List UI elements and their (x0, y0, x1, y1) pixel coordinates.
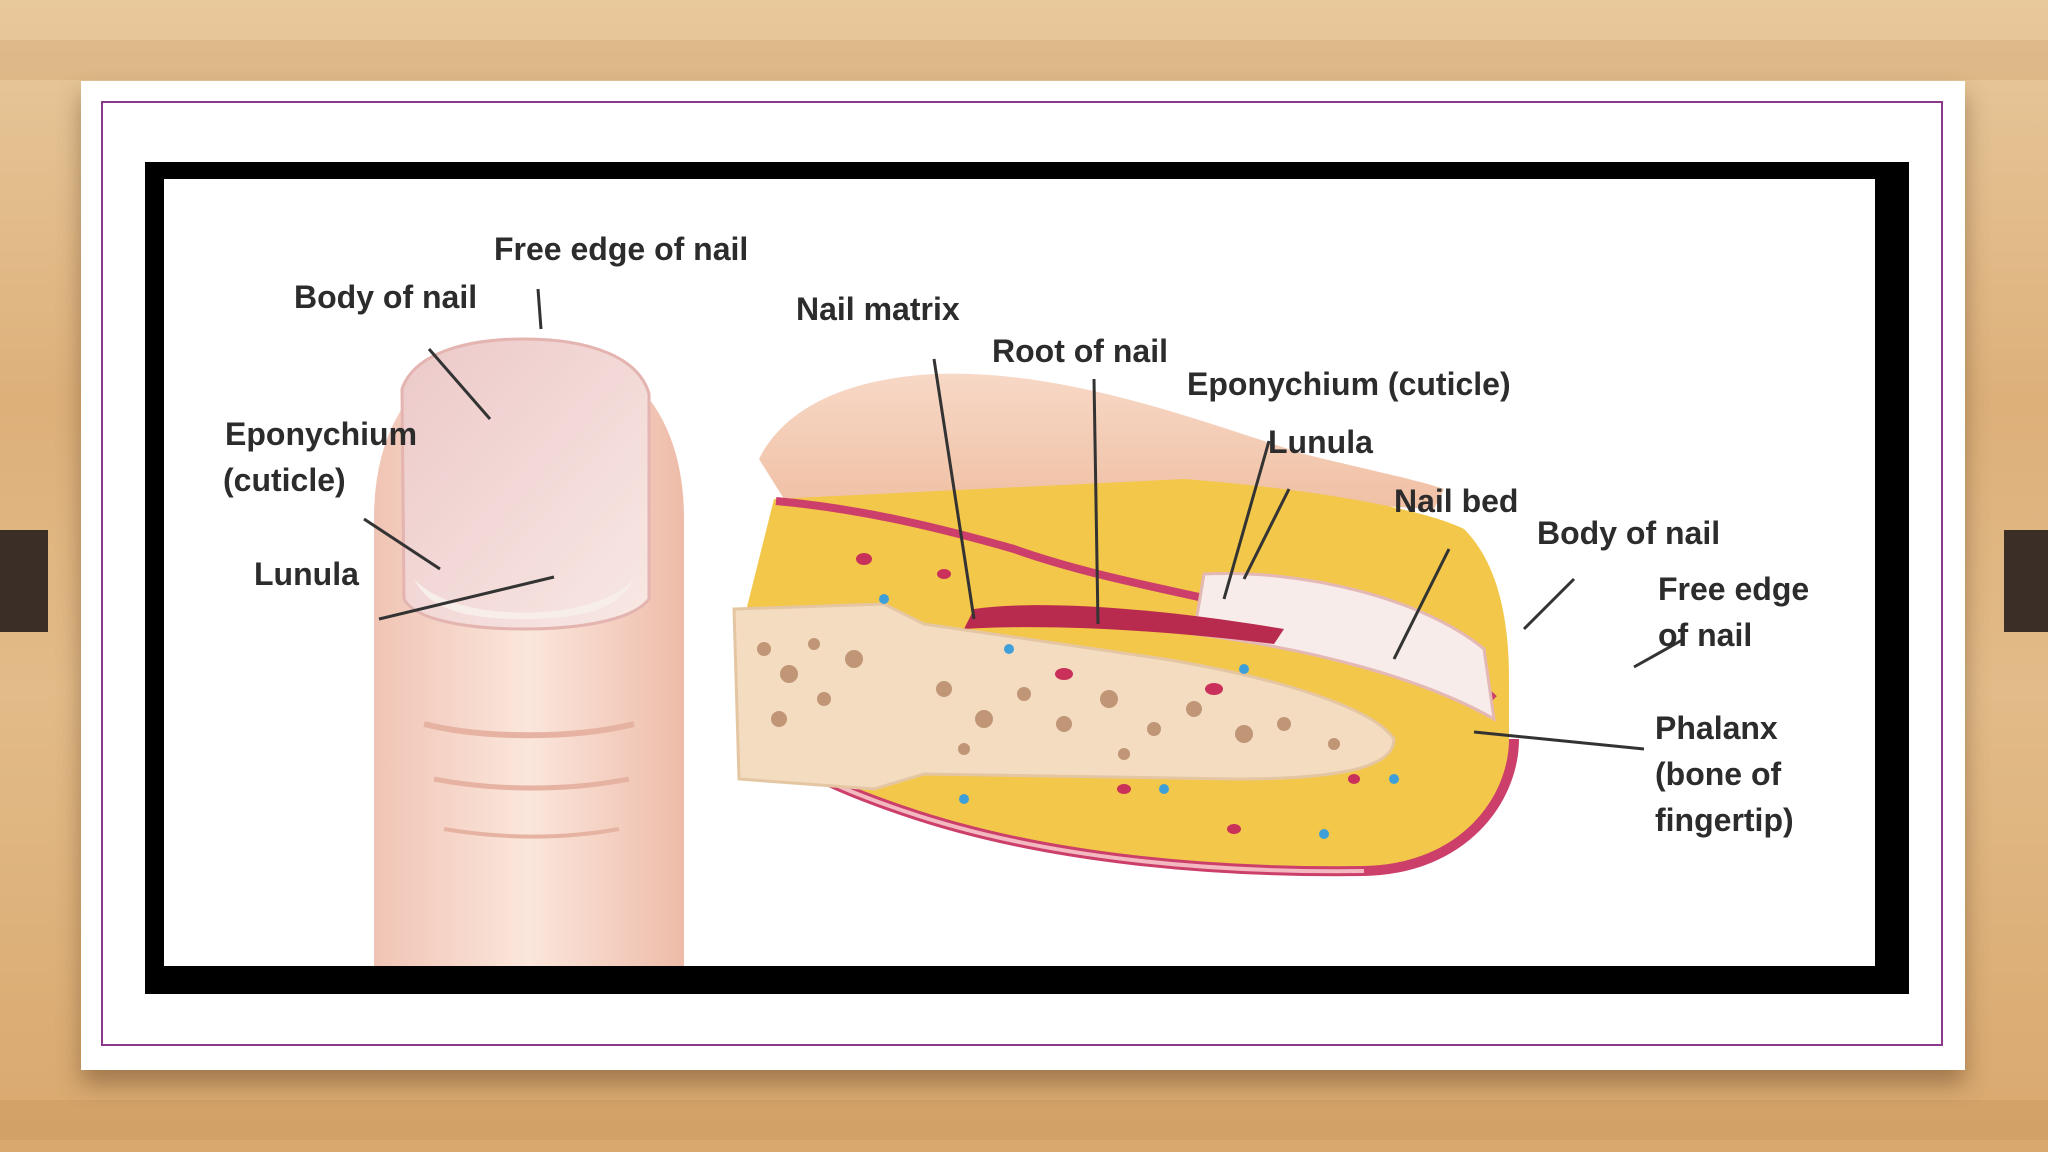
leader-lines (363, 288, 1685, 751)
slide-border (101, 101, 1943, 1046)
label-lunula-section: Lunula (1268, 424, 1373, 460)
finger-front-view (374, 337, 684, 966)
right-slide-tab (2004, 530, 2048, 632)
label-cuticle: (cuticle) (223, 462, 346, 498)
label-bone-of: (bone of (1655, 756, 1782, 792)
wood-grain (0, 40, 2048, 80)
label-lunula: Lunula (254, 556, 359, 592)
label-free-edge-section-1: Free edge (1658, 571, 1810, 607)
finger-cross-section (732, 373, 1519, 877)
label-free-edge-section-2: of nail (1658, 617, 1753, 653)
left-slide-tab (0, 530, 48, 632)
label-body-of-nail: Body of nail (294, 279, 478, 315)
diagram-frame: Free edge of nail Body of nail Eponychiu… (145, 162, 1909, 994)
label-nail-matrix: Nail matrix (796, 291, 960, 327)
label-body-of-nail-section: Body of nail (1537, 515, 1721, 551)
label-eponychium: Eponychium (225, 416, 418, 452)
diagram-illustration (363, 288, 1685, 966)
wood-grain (0, 1100, 2048, 1140)
label-phalanx: Phalanx (1655, 710, 1778, 746)
label-free-edge-of-nail: Free edge of nail (494, 231, 749, 267)
nail-anatomy-diagram: Free edge of nail Body of nail Eponychiu… (164, 179, 1875, 966)
label-eponychium-cuticle: Eponychium (cuticle) (1187, 366, 1511, 402)
label-nail-bed: Nail bed (1394, 483, 1519, 519)
label-fingertip: fingertip) (1655, 802, 1794, 838)
label-root-of-nail: Root of nail (992, 333, 1168, 369)
